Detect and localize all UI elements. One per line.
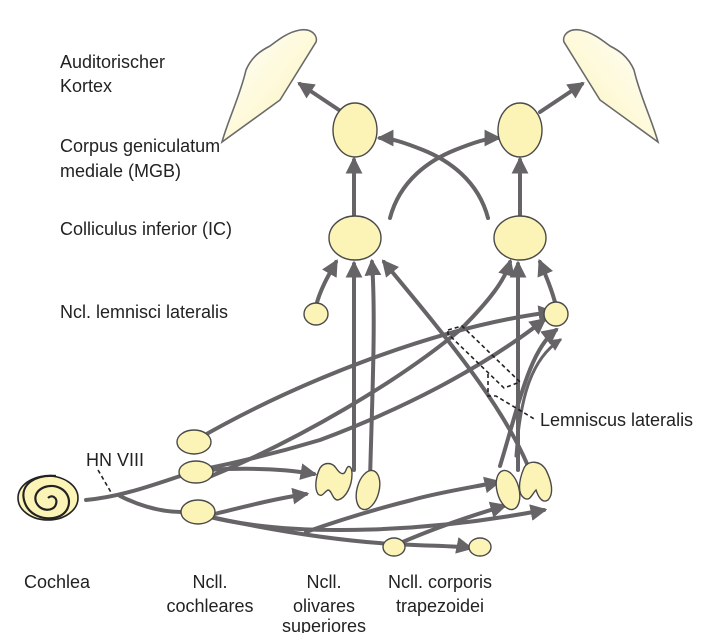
nll-label: Ncl. lemnisci lateralis [60, 302, 228, 322]
nerve-leader [98, 470, 112, 494]
mgb-label-1: Corpus geniculatum [60, 136, 220, 156]
nerve-label: HN VIII [86, 450, 144, 470]
olivary-label-2: olivares [293, 596, 355, 616]
right-ic-nucleus [494, 216, 546, 260]
cochlear-nerve-branch [120, 496, 182, 512]
cochlear-nuclei-label-2: cochleares [166, 596, 253, 616]
cochlea-label: Cochlea [24, 572, 91, 592]
cochlea-icon [18, 476, 78, 520]
right-olive-to-left-ic-arrow [384, 262, 528, 466]
ventral-cochlear-to-right-olive [206, 510, 544, 530]
mgb-label-2: mediale (MGB) [60, 161, 181, 181]
left-olive-lateral-to-ic-arrow [370, 262, 374, 480]
right-mgb-to-cortex-arrow [540, 84, 582, 112]
trapezoid-nucleus-right [469, 538, 491, 556]
trapezoid-to-right-olive [398, 506, 504, 544]
auditory-cortex-label-1: Auditorischer [60, 52, 165, 72]
left-olive-medial [316, 464, 352, 501]
left-ic-crossing-arrow [390, 138, 498, 218]
trapezoid-nucleus-left [383, 538, 405, 556]
auditory-cortex-label-2: Kortex [60, 76, 112, 96]
lemniscus-label: Lemniscus lateralis [540, 410, 693, 430]
trapezoid-label-1: Ncll. corporis [388, 572, 492, 592]
left-olive-lateral [352, 468, 384, 512]
cochlear-nucleus-posteroventral [179, 461, 213, 483]
olivary-label-3: superiores [282, 616, 366, 633]
ventral-cochlear-to-left-olive [206, 494, 306, 516]
cochlear-nucleus-anteroventral [181, 500, 215, 524]
right-ic-crossing-arrow [380, 138, 488, 218]
left-mgb-nucleus [333, 103, 377, 157]
left-mgb-to-cortex-arrow [300, 84, 342, 112]
left-nll-to-ic-arrow [316, 262, 336, 306]
cochlear-nucleus-dorsal [177, 430, 211, 454]
ic-label: Colliculus inferior (IC) [60, 219, 232, 239]
olivary-label-1: Ncll. [307, 572, 342, 592]
cochlear-nuclei-label-1: Ncll. [193, 572, 228, 592]
trapezoid-label-2: trapezoidei [396, 596, 484, 616]
right-mgb-nucleus [498, 103, 542, 157]
left-ic-nucleus [329, 216, 381, 260]
right-nll-to-ic-arrow [540, 262, 556, 306]
right-olive-to-right-nll [516, 340, 560, 456]
right-olive-medial [520, 462, 552, 501]
right-nll-nucleus [544, 302, 568, 326]
left-nll-nucleus [304, 303, 328, 325]
